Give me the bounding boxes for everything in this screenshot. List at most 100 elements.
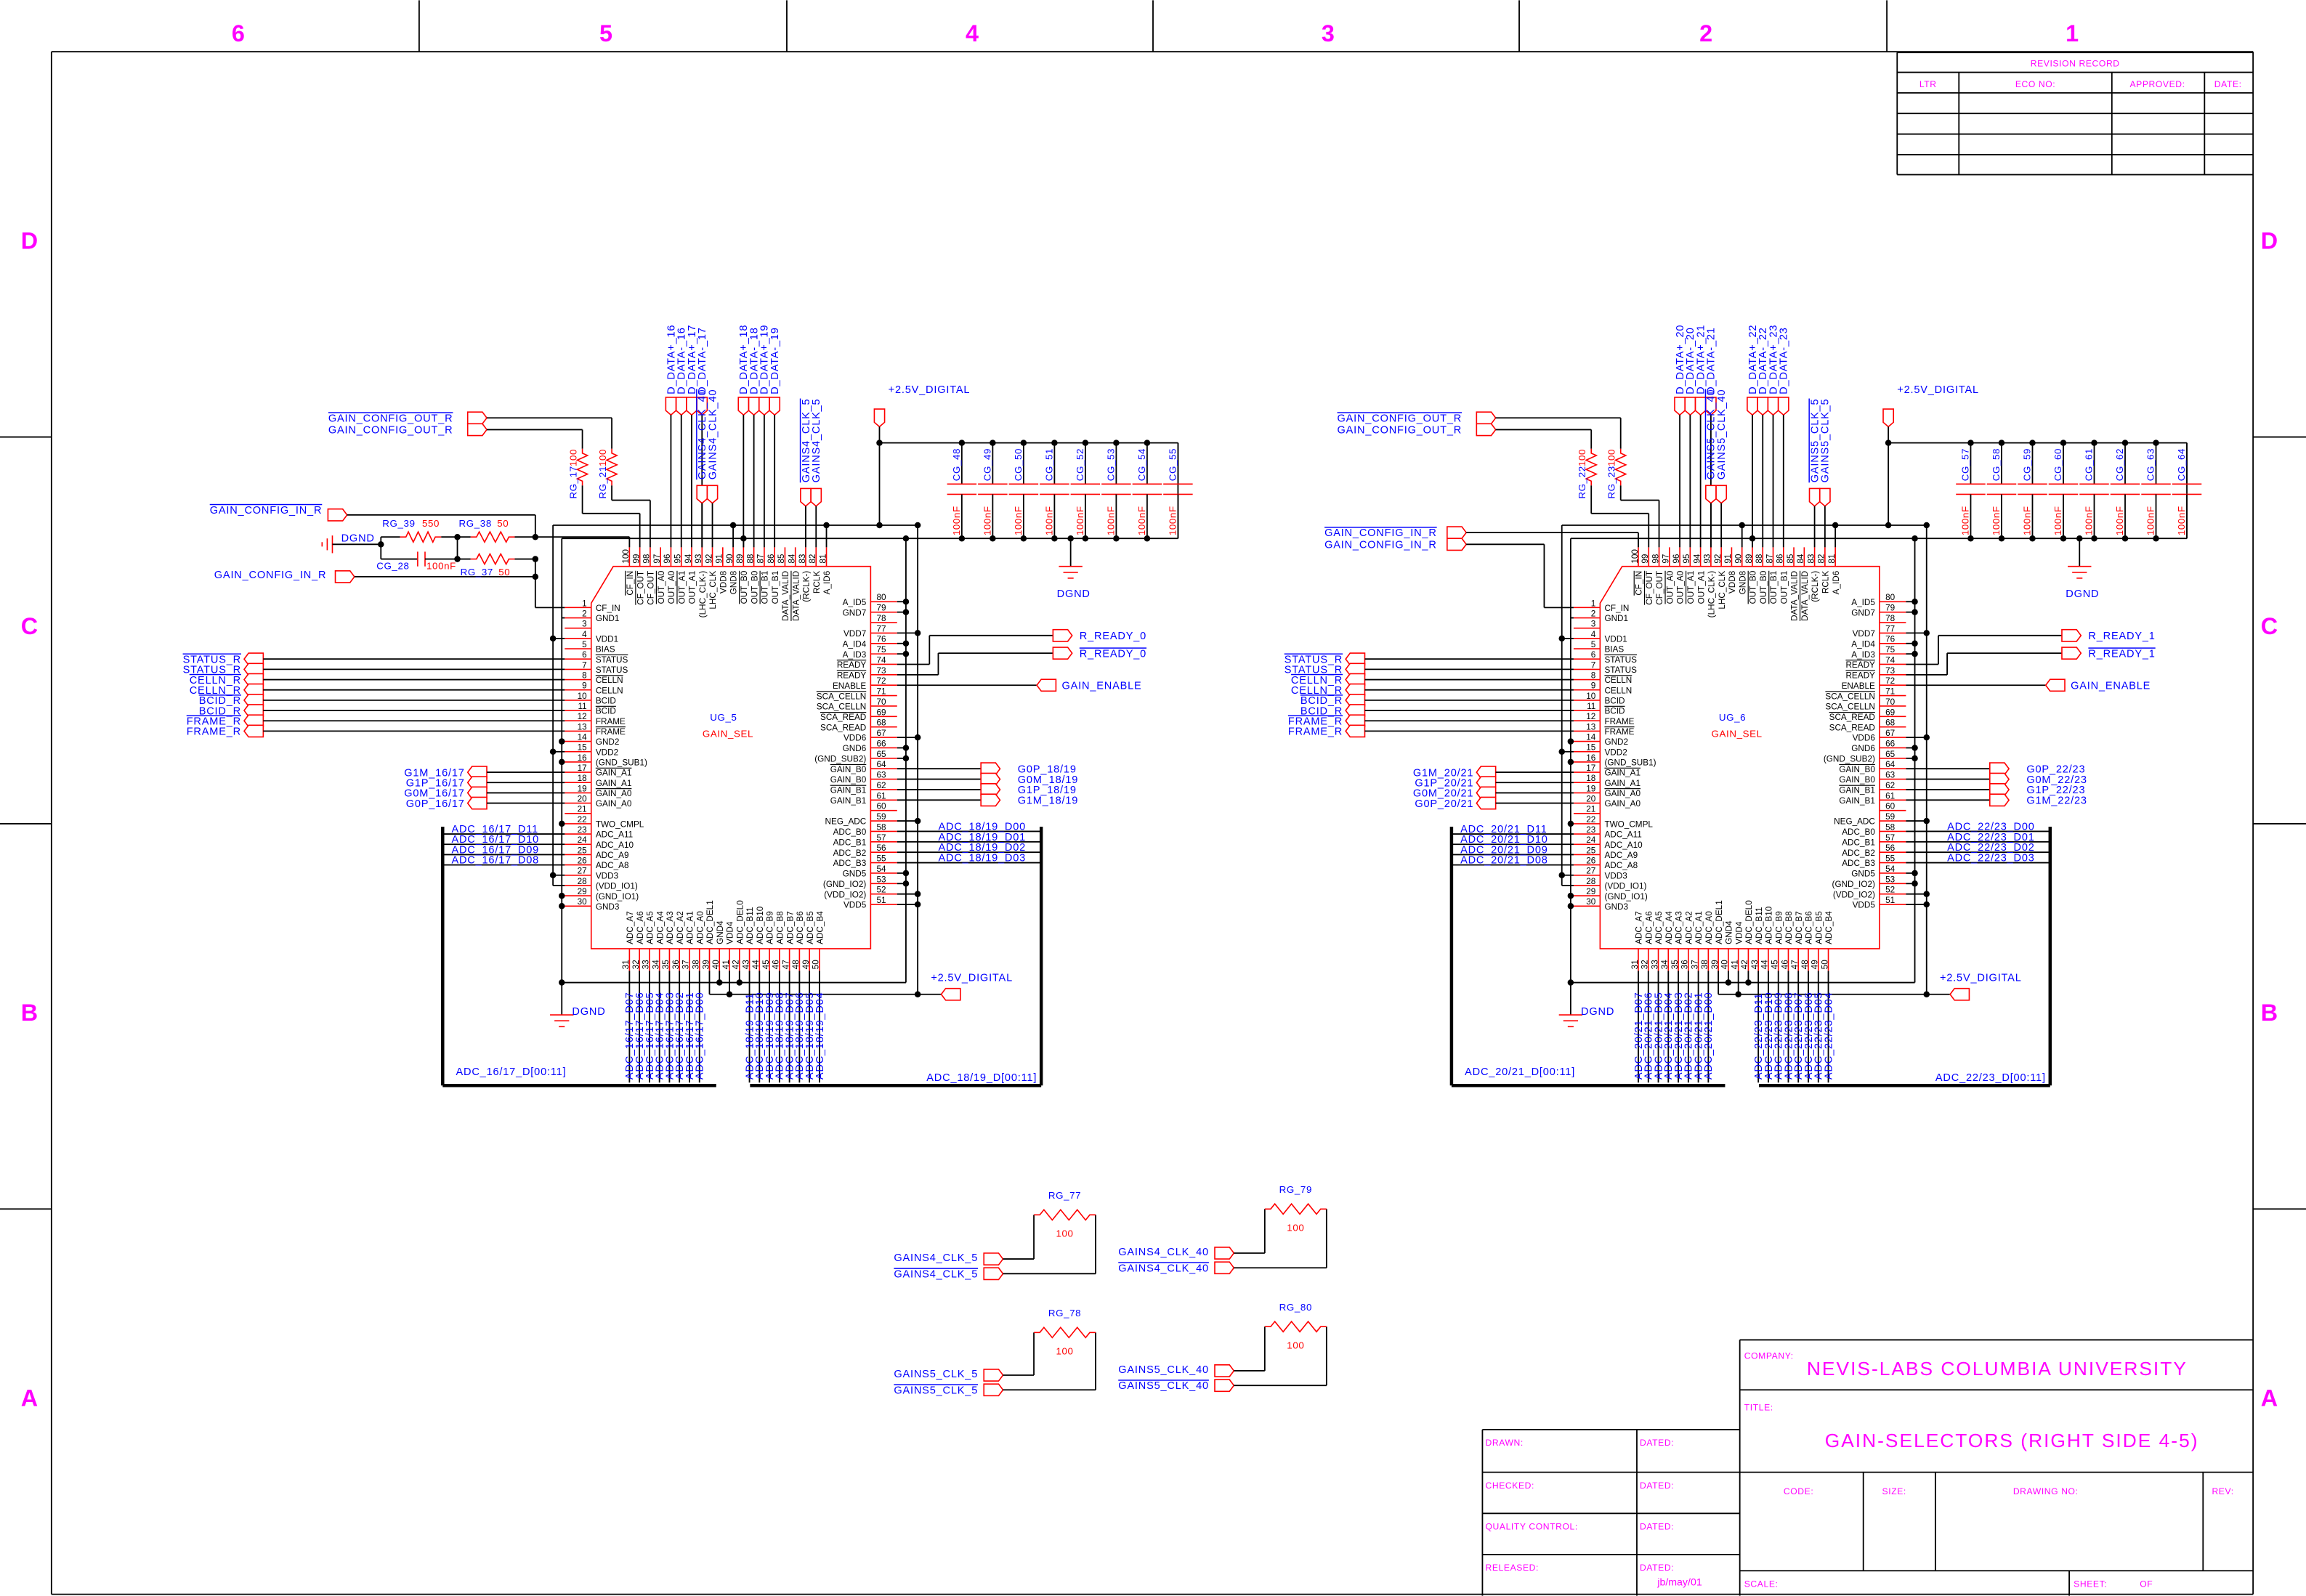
enable-net-label: GAIN_ENABLE [1061, 681, 1141, 692]
pin-name: A_ID3 [1851, 650, 1875, 660]
pin-number: 69 [1885, 708, 1895, 717]
junction-dot [1020, 535, 1027, 542]
pin-name: ADC_A0 [695, 911, 705, 944]
pin-name: CF_IN [596, 604, 620, 613]
pin-name: VDD4 [726, 921, 735, 944]
pin-name: ADC_B6 [1805, 911, 1814, 944]
capacitor-refdes: CG_50 [1013, 448, 1024, 481]
junction-dot [914, 522, 921, 529]
pin-name: VDD3 [596, 871, 619, 880]
pin-number: 78 [1885, 614, 1896, 623]
pin-number: 41 [1730, 960, 1739, 969]
pin-name: VDD8 [1728, 570, 1737, 594]
net-label-status-r: STATUS_R [1285, 654, 1343, 665]
junction-dot [990, 535, 996, 542]
pin-number: 45 [761, 960, 771, 970]
gain-output-net-label: G0M_18/19 [1018, 774, 1078, 786]
capacitor-value: 100nF [2176, 506, 2187, 535]
connector-arrow-icon [466, 796, 488, 810]
junction-dot [823, 522, 830, 529]
pin-number: 68 [1885, 718, 1896, 728]
pin-name: TWO_CMPL [1604, 820, 1653, 830]
revision-header: APPROVED: [2129, 79, 2185, 89]
pin-name: ADC_A10 [1604, 840, 1643, 850]
adc-data-net-label: ADC_16/17_D10 [451, 834, 539, 846]
capacitor-value: 100nF [1991, 506, 2002, 535]
pin-name: CELLN [1604, 686, 1632, 695]
pin-number: 40 [711, 960, 721, 970]
pin-name: BIAS [1604, 645, 1624, 655]
connector-arrow-icon [737, 397, 750, 416]
junction-dot [1923, 522, 1930, 529]
pin-number: 70 [1885, 697, 1896, 707]
pin-number: 74 [1885, 655, 1896, 665]
junction-dot [1113, 439, 1120, 446]
pin-name: GAIN_B0 [1839, 775, 1875, 785]
junction-dot [902, 650, 910, 657]
connector-arrow-icon [1345, 724, 1366, 738]
junction-dot [1567, 892, 1574, 899]
junction-dot [902, 640, 910, 647]
bus-label: ADC_16/17_D[00:11] [456, 1066, 567, 1078]
junction-dot [902, 870, 910, 877]
connector-arrow-icon [665, 397, 677, 416]
pin-number: 16 [1586, 753, 1596, 763]
data-net-label: D_DATA-_16 [676, 327, 688, 394]
pin-number: 10 [578, 692, 588, 701]
pin-name: READY [1845, 660, 1875, 670]
pin-name: FRAME [1604, 727, 1634, 737]
net-label-bcid-r: BCID_R [199, 695, 241, 707]
checked-label: CHECKED: [1485, 1480, 1534, 1491]
pin-number: 61 [1885, 791, 1895, 801]
capacitor-value: 100nF [1105, 506, 1116, 535]
data-net-label: D_DATA-_20 [1685, 327, 1696, 394]
pin-name: ADC_A2 [1684, 911, 1694, 944]
pin-name: GAIN_B1 [1839, 796, 1875, 806]
data-net-label: D_DATA+_21 [1695, 325, 1707, 394]
connector-arrow-icon [1476, 411, 1497, 425]
pin-number: 30 [578, 897, 588, 907]
junction-dot [2060, 439, 2067, 446]
pin-name: ADC_B4 [1824, 911, 1834, 944]
capacitor-refdes: CG_55 [1167, 448, 1178, 481]
pin-name: (VDD_IO1) [596, 882, 638, 891]
chip-value: GAIN_SEL [703, 728, 753, 739]
capacitor-refdes: CG_49 [982, 448, 992, 481]
junction-dot [2121, 439, 2129, 446]
pin-number: 53 [1885, 875, 1896, 884]
clock-net-label: GAINS4_CLK_5 [811, 399, 822, 483]
pin-number: 80 [1885, 593, 1896, 602]
chip-refdes: UG_6 [1719, 712, 1746, 723]
pin-name: ADC_A2 [676, 911, 685, 944]
pin-name: GAIN_B1 [1839, 786, 1875, 795]
ready-net-label: R_READY_1 [2088, 631, 2155, 642]
connector-arrow-icon [466, 423, 488, 437]
adc-data-net-label: ADC_22/23_D05 [1813, 992, 1825, 1080]
pin-number: 96 [663, 554, 672, 564]
chip-body [1599, 565, 1880, 949]
connector-arrow-icon [983, 1383, 1004, 1397]
pin-number: 56 [1885, 843, 1896, 853]
pin-number: 1 [582, 599, 587, 608]
scale-label: SCALE: [1744, 1579, 1779, 1589]
pin-number: 89 [1744, 554, 1754, 564]
revision-record-title: REVISION RECORD [2031, 58, 2120, 68]
junction-dot [1144, 535, 1151, 542]
clock-net-label: GAINS5_CLK_5 [1820, 399, 1832, 483]
pin-name: DATA_VALID [1790, 571, 1800, 621]
pin-number: 57 [876, 833, 886, 843]
pin-name: GND7 [1851, 608, 1875, 617]
connector-arrow-icon [1214, 1364, 1235, 1377]
pin-name: ADC_A8 [1604, 861, 1638, 870]
zone-row-label: C [2261, 613, 2278, 639]
revision-header: LTR [1919, 79, 1937, 89]
junction-dot [1911, 609, 1918, 615]
pin-name: GND6 [843, 744, 867, 753]
pin-number: 5 [582, 640, 587, 649]
adc-data-net-label: ADC_20/21_D11 [1460, 824, 1548, 835]
dated-label: DATED: [1640, 1438, 1674, 1448]
pin-number: 98 [1651, 554, 1660, 564]
connector-arrow-icon [1818, 487, 1831, 507]
capacitor-value: 100nF [1043, 506, 1054, 535]
power-net-label: +2.5V_DIGITAL [889, 384, 971, 396]
